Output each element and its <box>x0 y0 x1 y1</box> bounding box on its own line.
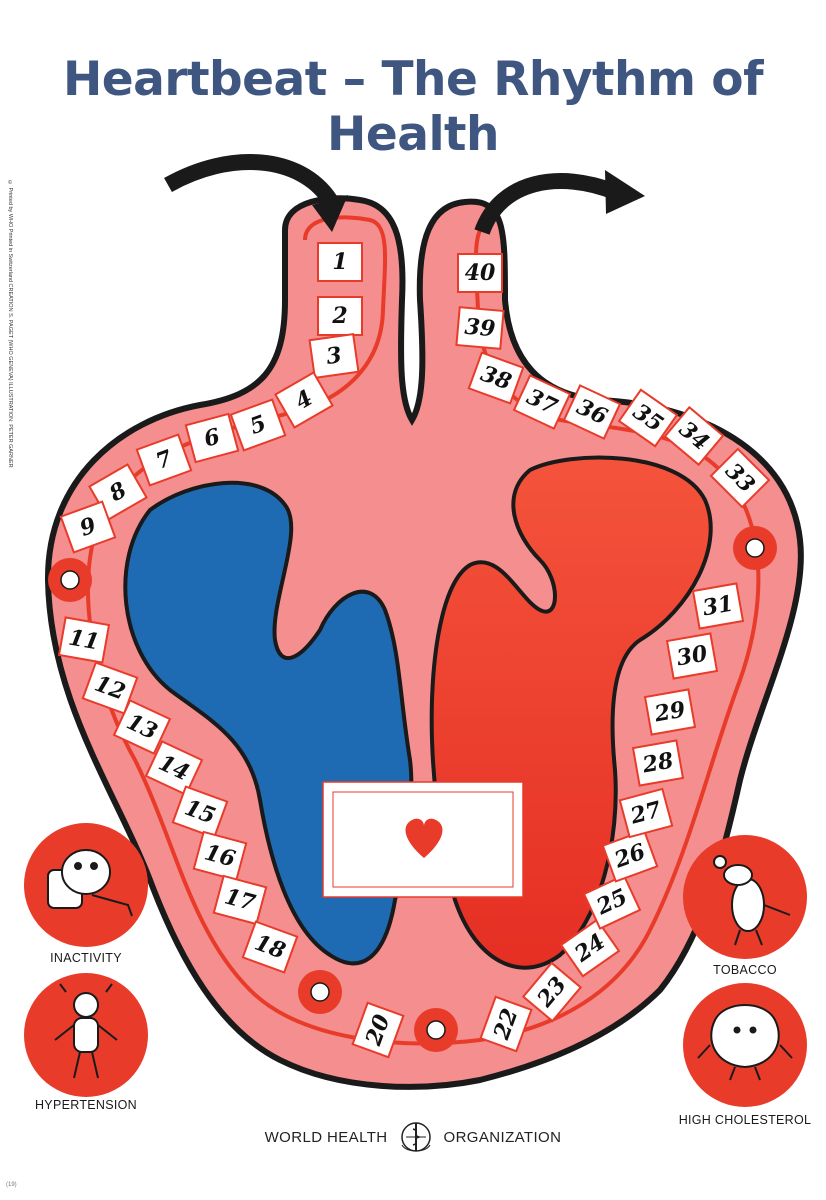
track-square-33[interactable]: 33 <box>709 447 771 509</box>
footer: WORLD HEALTH ORGANIZATION <box>0 1122 826 1152</box>
creature-icon <box>60 570 80 590</box>
track-square-31[interactable]: 31 <box>691 582 745 630</box>
credit-line2: Printed in Switzerland <box>7 228 13 282</box>
center-card[interactable] <box>322 781 524 898</box>
couch-potato-icon <box>47 849 133 917</box>
arrow-in-icon <box>164 154 348 232</box>
credit-line1: Printed by WHO <box>7 187 13 228</box>
track-square-20[interactable]: 20 <box>351 1001 405 1059</box>
credit-copyright: © <box>7 180 13 186</box>
track-square-37[interactable]: 37 <box>512 374 572 430</box>
track-square-36[interactable]: 36 <box>562 384 622 440</box>
track-square-38[interactable]: 38 <box>467 351 525 405</box>
track-square-34[interactable]: 34 <box>663 405 725 467</box>
track-square-40[interactable]: 40 <box>457 253 503 293</box>
creature-icon <box>310 982 330 1002</box>
track-square-25[interactable]: 25 <box>582 874 642 930</box>
label-tobacco: TOBACCO <box>713 963 777 977</box>
hazard-spots <box>48 526 777 1052</box>
track-square-5[interactable]: 5 <box>229 398 287 452</box>
label-hypertension: HYPERTENSION <box>34 1098 137 1112</box>
track-square-14[interactable]: 14 <box>144 740 204 796</box>
who-emblem-icon <box>400 1122 431 1152</box>
smoking-dragon-icon <box>713 855 791 946</box>
square-number: 40 <box>465 260 496 286</box>
label-high-cholesterol: HIGH CHOLESTEROL <box>678 1113 812 1127</box>
track-square-9[interactable]: 9 <box>59 500 117 554</box>
track-square-39[interactable]: 39 <box>455 306 505 350</box>
heart-icon <box>405 818 443 858</box>
stressed-figure-icon <box>54 983 118 1079</box>
square-number: 1 <box>332 249 347 275</box>
square-number: 6 <box>201 423 223 452</box>
track-square-30[interactable]: 30 <box>665 632 719 680</box>
square-number: 28 <box>640 748 676 779</box>
track-square-6[interactable]: 6 <box>184 412 240 464</box>
track-square-18[interactable]: 18 <box>241 920 299 974</box>
track-square-2[interactable]: 2 <box>317 296 363 336</box>
square-number: 31 <box>701 591 736 622</box>
square-number: 11 <box>67 625 102 656</box>
square-number: 29 <box>652 697 688 728</box>
corner-mark: (19) <box>6 1182 17 1188</box>
footer-left: WORLD HEALTH <box>264 1128 388 1146</box>
track-square-28[interactable]: 28 <box>631 739 685 787</box>
track-square-1[interactable]: 1 <box>317 242 363 282</box>
footer-right: ORGANIZATION <box>443 1128 562 1146</box>
track-square-17[interactable]: 17 <box>212 874 268 926</box>
track-square-4[interactable]: 4 <box>274 371 334 429</box>
hazard-spot-19[interactable] <box>298 970 342 1014</box>
hazard-spot-32[interactable] <box>733 526 777 570</box>
poster-title: Heartbeat – The Rhythm of Health <box>62 52 764 162</box>
track-square-23[interactable]: 23 <box>521 961 583 1023</box>
cholesterol-blob-icon <box>697 1004 793 1081</box>
track-square-15[interactable]: 15 <box>171 785 229 839</box>
square-number: 3 <box>325 342 344 370</box>
creature-icon <box>745 538 765 558</box>
hazard-spot-10[interactable] <box>48 558 92 602</box>
hazard-spot-21[interactable] <box>414 1008 458 1052</box>
credit-line3: CREATION S. PAGET (WHO GENEVA) ILLUSTRAT… <box>7 283 13 468</box>
track-square-7[interactable]: 7 <box>135 433 193 487</box>
square-number: 30 <box>675 640 710 671</box>
track-square-11[interactable]: 11 <box>57 616 111 664</box>
track-square-35[interactable]: 35 <box>617 388 679 448</box>
tobacco-badge <box>683 835 807 959</box>
inactivity-badge <box>24 823 148 947</box>
square-number: 39 <box>464 314 497 343</box>
creature-icon <box>426 1020 446 1040</box>
track-square-24[interactable]: 24 <box>559 918 621 978</box>
track-square-16[interactable]: 16 <box>192 830 248 882</box>
track-square-22[interactable]: 22 <box>479 995 533 1053</box>
track-square-3[interactable]: 3 <box>308 332 360 380</box>
track-square-12[interactable]: 12 <box>81 661 139 715</box>
square-number: 2 <box>331 303 347 329</box>
track-square-29[interactable]: 29 <box>643 688 697 736</box>
label-inactivity: INACTIVITY <box>50 951 122 965</box>
print-credit: © Printed by WHO Printed in Switzerland … <box>6 180 13 468</box>
track-square-13[interactable]: 13 <box>112 699 172 755</box>
arrow-out-icon <box>474 170 645 235</box>
track-square-26[interactable]: 26 <box>601 829 659 883</box>
cholesterol-badge <box>683 983 807 1107</box>
hypertension-badge <box>24 973 148 1097</box>
track-square-27[interactable]: 27 <box>618 787 674 839</box>
